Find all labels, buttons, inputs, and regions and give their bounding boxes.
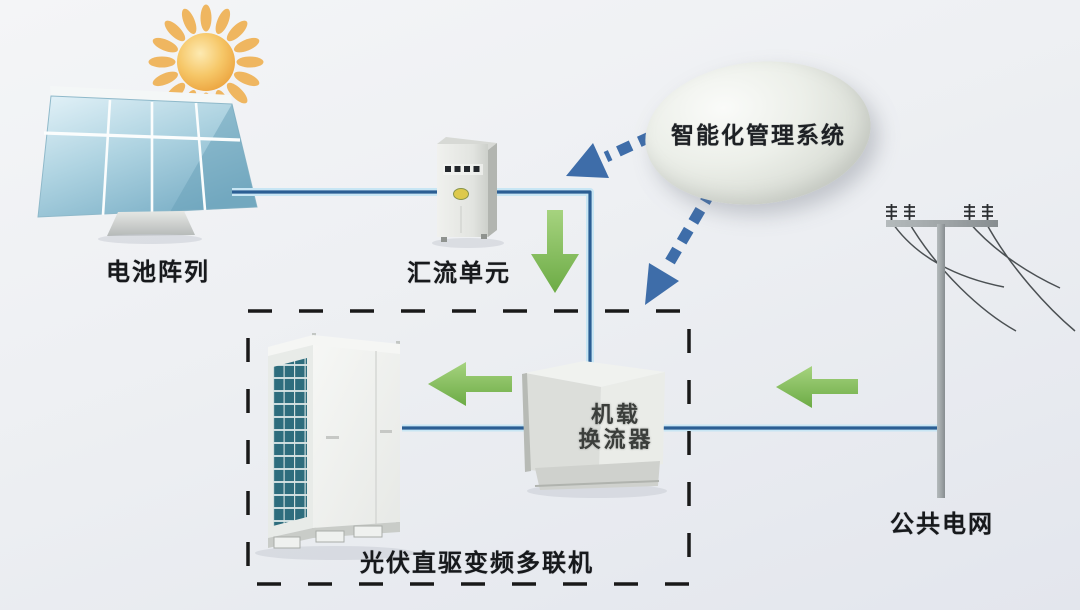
converter-box-icon bbox=[522, 361, 667, 498]
utility-pole-icon bbox=[886, 204, 1076, 498]
hvac-outdoor-unit-icon bbox=[255, 333, 415, 560]
management-system-label: 智能化管理系统 bbox=[670, 122, 846, 148]
solar-panel-icon bbox=[37, 86, 258, 244]
green-arrow-left-grid-icon bbox=[776, 366, 858, 408]
dashed-boundary-box bbox=[246, 309, 691, 586]
blue-dashed-arrow-to-combiner-icon bbox=[566, 130, 655, 178]
multi-split-unit-label: 光伏直驱变频多联机 bbox=[360, 550, 594, 577]
sun-icon bbox=[148, 4, 264, 120]
green-arrow-left-mid-icon bbox=[428, 362, 512, 406]
blue-dashed-arrow-to-converter-icon bbox=[645, 187, 717, 305]
combiner-unit-label: 汇流单元 bbox=[407, 260, 511, 287]
converter-label-line2: 换流器 bbox=[578, 427, 654, 452]
battery-array-label: 电池阵列 bbox=[106, 259, 210, 286]
converter-label: 机载 换流器 bbox=[566, 402, 666, 452]
public-grid-label: 公共电网 bbox=[890, 511, 994, 538]
combiner-cabinet-icon bbox=[432, 137, 504, 248]
green-arrow-down-icon bbox=[531, 210, 579, 293]
power-line-pv-to-converter bbox=[232, 188, 594, 380]
converter-label-line1: 机载 bbox=[590, 402, 641, 427]
